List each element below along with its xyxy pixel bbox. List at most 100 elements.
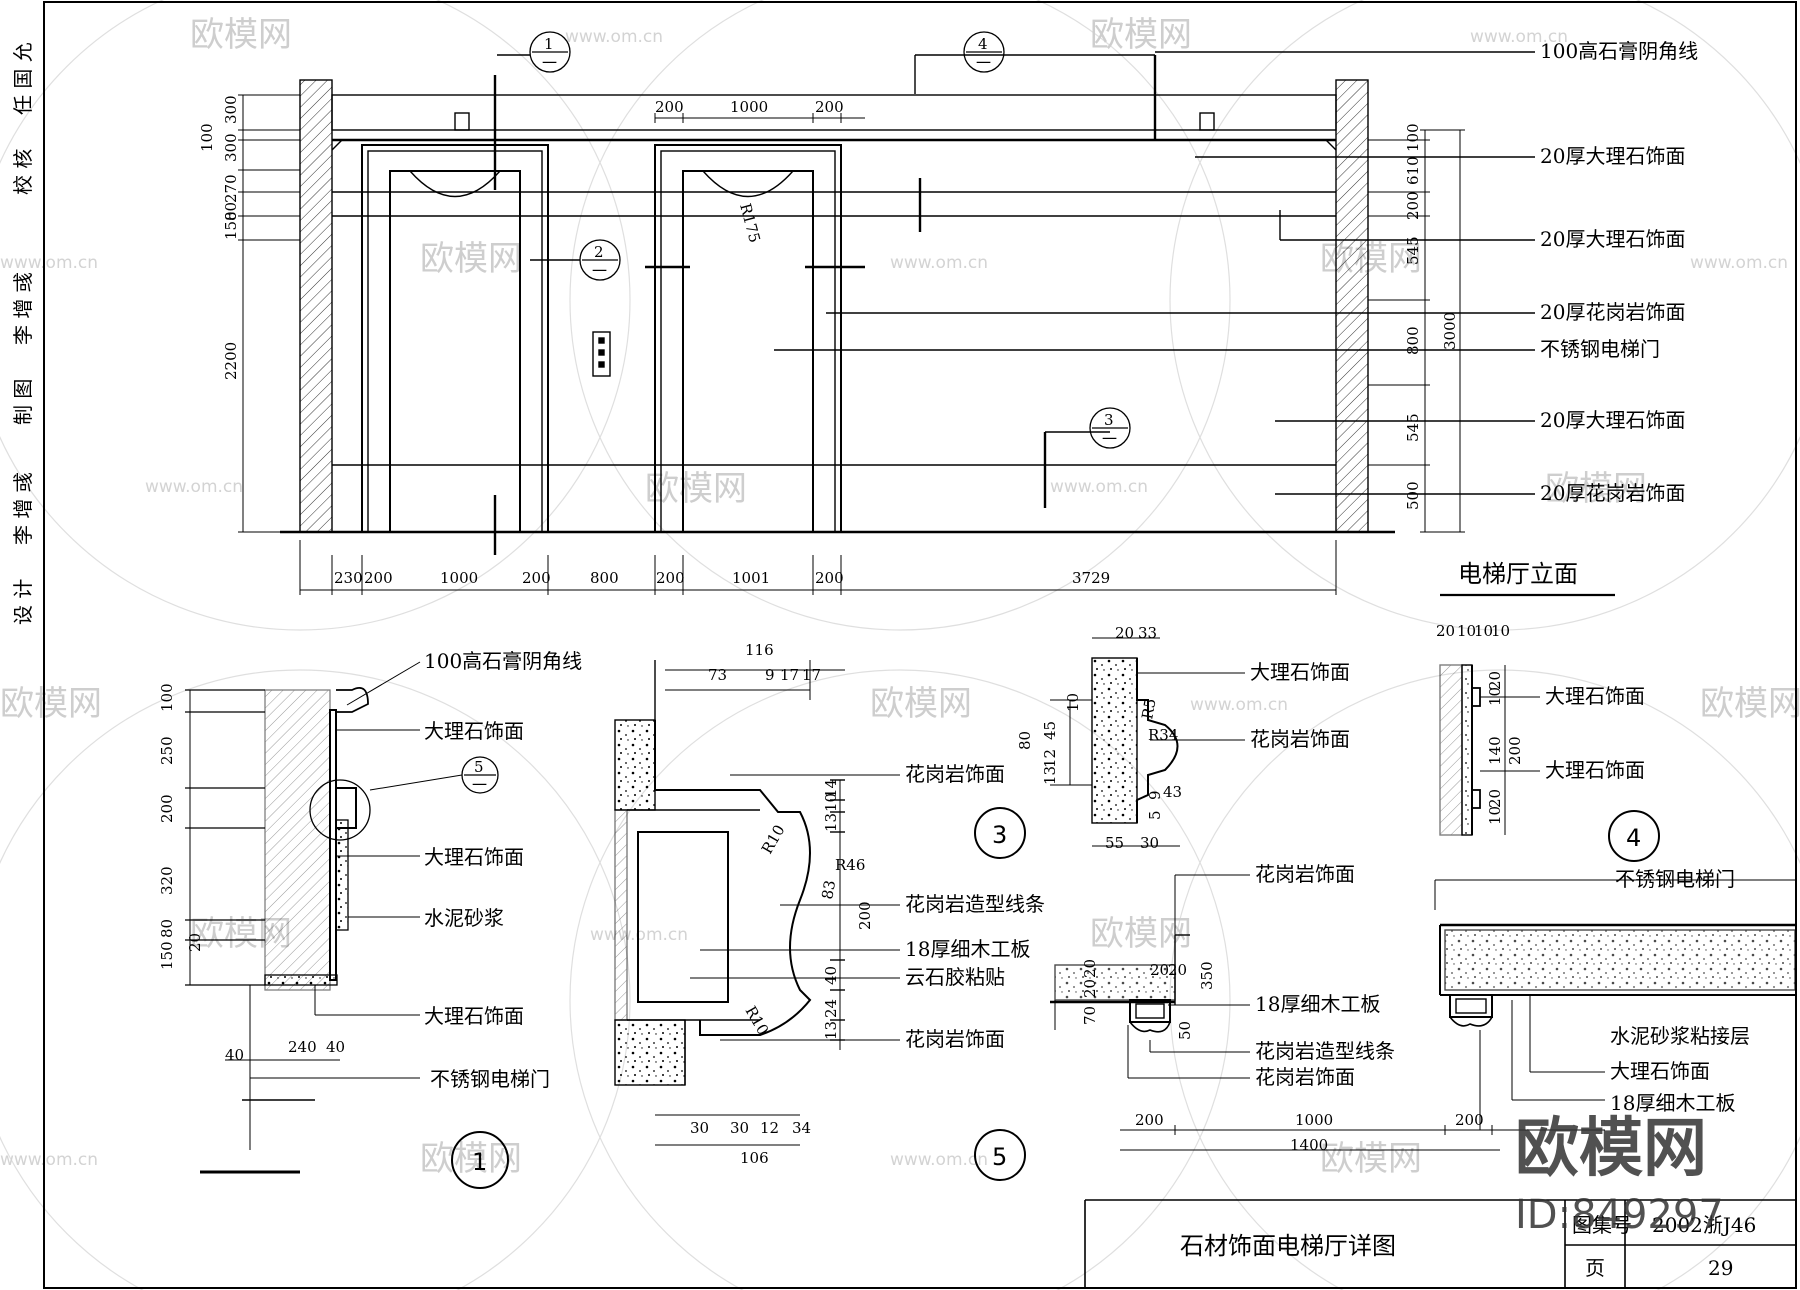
watermark-brand: 欧模网: [190, 15, 292, 55]
elev-dim-bottom: 200: [815, 569, 844, 587]
detail4-label-marble: 大理石饰面: [1545, 758, 1645, 782]
elev-dim-bottom: 3729: [1072, 569, 1110, 587]
side-title-strip: 设 计 李 增 彧 制 图 李 增 彧 校 核 任 国 允: [11, 2, 45, 1288]
detail4-label-marble: 大理石饰面: [1545, 684, 1645, 708]
elev-dim-bottom: 800: [590, 569, 619, 587]
elev-dim-left: 80: [222, 202, 240, 221]
detail4-dim-right: 10: [1486, 806, 1504, 825]
elev-dim-bottom: 1001: [732, 569, 770, 587]
watermark-brand: 欧模网: [1090, 15, 1192, 55]
elev-dim-left: 300: [222, 95, 240, 124]
detail4-dim-top: 10: [1474, 622, 1493, 640]
detail3-dim-left: 13: [1041, 766, 1059, 785]
callout-1-number: 1: [544, 35, 554, 53]
detail2-dim-bottom-total: 1400: [1290, 1136, 1328, 1154]
watermark-brand: 欧模网: [420, 239, 522, 279]
watermark-url: www.om.cn: [0, 1150, 98, 1170]
detail5-dim-bottom: 30: [730, 1119, 749, 1137]
detail2-dim-left: 70: [1081, 1006, 1099, 1025]
atlas-no-label: 图集号: [1572, 1213, 1632, 1237]
detail3-dim-left: 12: [1041, 749, 1059, 768]
elev-dim-right: 200: [1404, 191, 1422, 220]
detail1-callout-number: 5: [474, 758, 484, 776]
checker-name: 任 国 允: [11, 42, 35, 115]
elev-label-granite-2: 20厚花岗岩饰面: [1540, 481, 1685, 505]
detail5-label-blockboard: 18厚细木工板: [905, 937, 1030, 961]
designer-name: 李 增 彧: [11, 472, 35, 545]
elev-dim-right: 610: [1404, 156, 1422, 185]
watermark-brand: 欧模网: [1090, 914, 1192, 954]
arch-radius-label: R175: [736, 201, 764, 244]
detail-2-plan: [1050, 874, 1500, 1151]
detail3-label-marble: 大理石饰面: [1250, 660, 1350, 684]
detail1-label-mortar: 水泥砂浆: [424, 906, 504, 930]
detail5-label-granite: 花岗岩饰面: [905, 1027, 1005, 1051]
elev-label-cornice: 100高石膏阴角线: [1540, 39, 1698, 63]
watermark-brand: 欧模网: [1700, 684, 1800, 724]
detail1-callout-sub: 一: [472, 776, 487, 794]
callout-1-sub: 一: [542, 54, 557, 72]
elev-dim-bottom-lines: [299, 540, 1337, 595]
detail5-number: 5: [992, 1143, 1007, 1171]
detail5-dim-bottom-total: 106: [740, 1149, 769, 1167]
detail3-dim-small: 9: [1146, 790, 1164, 800]
right-wall-column: [1335, 79, 1369, 533]
detail3-number: 3: [992, 821, 1007, 849]
elev-dim-left: 2200: [222, 342, 240, 380]
detail2-dim-bottom: 200: [1135, 1111, 1164, 1129]
detail1-label-marble: 大理石饰面: [424, 1004, 524, 1028]
elevator-door-1-leaf: [389, 170, 521, 533]
elev-dim-bottom: 1000: [440, 569, 478, 587]
watermark-url: www.om.cn: [1690, 253, 1788, 273]
elev-dim-left: 100: [198, 123, 216, 152]
detail1-label-steel-door: 不锈钢电梯门: [430, 1067, 550, 1091]
detail1-dim-left: 250: [158, 736, 176, 765]
detail2-label-granite: 花岗岩饰面: [1255, 862, 1355, 886]
door-label-blockboard: 18厚细木工板: [1610, 1091, 1735, 1115]
watermark-url: www.om.cn: [590, 925, 688, 945]
drawing-title: 石材饰面电梯厅详图: [1180, 1232, 1396, 1260]
door-1-arch: [409, 170, 501, 197]
watermark-url: www.om.cn: [1050, 477, 1148, 497]
detail5-dim-right: 24: [822, 999, 840, 1018]
detail4-dim-right: 200: [1506, 736, 1524, 765]
detail-4: [1439, 664, 1660, 862]
detail5-dim-bottom: 30: [690, 1119, 709, 1137]
detail3-dim-left: 10: [1064, 693, 1082, 712]
atlas-no: 2002浙J46: [1652, 1213, 1756, 1237]
detail1-number: 1: [472, 1148, 487, 1176]
detail5-radius: 83: [818, 879, 839, 901]
door-label-steel-door: 不锈钢电梯门: [1615, 867, 1735, 891]
watermark-url: www.om.cn: [145, 477, 243, 497]
elevation-title: 电梯厅立面: [1458, 560, 1578, 588]
detail5-dim-right: 14: [822, 779, 840, 798]
detail2-label-granite: 花岗岩饰面: [1255, 1065, 1355, 1089]
elevation-callouts: [529, 31, 1131, 449]
detail5-label-adhesive: 云石胶粘贴: [905, 965, 1005, 989]
elev-dim-left-lines: [238, 94, 300, 533]
detail-door-plan: [1434, 879, 1796, 1135]
callout-3-sub: 一: [1102, 430, 1117, 448]
detail3-radius: R5: [1138, 697, 1159, 721]
detail1-dim-left: 20: [186, 933, 204, 952]
elev-dim-bottom: 200: [656, 569, 685, 587]
elev-label-steel-door: 不锈钢电梯门: [1540, 337, 1660, 361]
left-wall-column: [299, 79, 333, 533]
detail5-radius: R46: [835, 856, 865, 874]
callout-2-sub: 一: [592, 262, 607, 280]
elevation-view: [280, 51, 1535, 555]
detail5-dim-right: 10: [822, 793, 840, 812]
watermark-url: www.om.cn: [565, 27, 663, 47]
detail2-dim-mid: 50: [1176, 1021, 1194, 1040]
watermark-url: www.om.cn: [1470, 27, 1568, 47]
detail1-dim-bottom: 240: [288, 1038, 317, 1056]
detail5-dim-right: 200: [856, 901, 874, 930]
door-label-marble: 大理石饰面: [1610, 1059, 1710, 1083]
detail5-dim-right: 40: [822, 966, 840, 985]
detail1-label-marble: 大理石饰面: [424, 719, 524, 743]
drafter-label: 制 图: [11, 379, 35, 425]
watermark-brand: 欧模网: [1320, 1139, 1422, 1179]
elev-dim-bottom: 230: [334, 569, 363, 587]
detail1-label-cornice: 100高石膏阴角线: [424, 649, 582, 673]
